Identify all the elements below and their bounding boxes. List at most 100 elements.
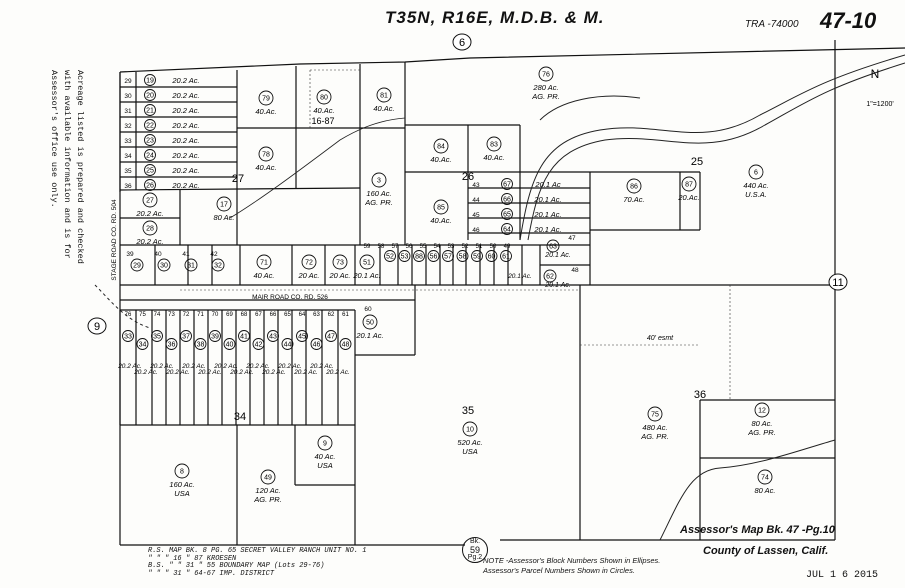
owner-label: U.S.A. [745, 190, 767, 199]
acreage-label: 20.2 Ac. [165, 369, 190, 376]
parcel-number: 24 [146, 153, 154, 160]
survey-references: R.S. MAP BK. 8 PG. 65 SECRET VALLEY RANC… [148, 547, 366, 578]
lot-number: 67 [255, 312, 262, 318]
parcel-circle [501, 178, 513, 190]
parcel-circle [501, 208, 513, 220]
parcel-number: 62 [546, 274, 554, 281]
parcel-number: 56 [430, 254, 438, 261]
acreage-label: 20.2 Ac. [149, 363, 174, 370]
lot-number: 62 [328, 312, 335, 318]
parcel-circle [316, 89, 332, 105]
lot-number: 59 [364, 244, 371, 250]
lot-number: 36 [124, 183, 132, 190]
acreage-label: 40.Ac. [430, 216, 451, 225]
lot-number: 76 [125, 312, 132, 318]
acreage-label: 20.2 Ac. [171, 136, 199, 145]
parcel-circle [296, 330, 308, 342]
parcel-circle [267, 330, 279, 342]
acreage-label: 20.1 Ac. [533, 225, 561, 234]
acreage-label: 40.Ac. [313, 106, 334, 115]
owner-label: USA [462, 447, 477, 456]
parcel-circle [142, 192, 158, 208]
parcel-circle [258, 146, 274, 162]
lot-number: 73 [168, 312, 175, 318]
parcel-circle [748, 164, 764, 180]
parcel-number: 22 [146, 123, 154, 130]
section-ellipse [828, 273, 848, 291]
book-ref-page: Pg.2 [467, 554, 483, 561]
lot-number: 31 [124, 108, 132, 115]
parcel-circle [538, 66, 554, 82]
parcel-number: 71 [260, 260, 268, 267]
map-title: T35N, R16E, M.D.B. & M. [385, 8, 605, 27]
parcel-circle [626, 178, 642, 194]
section-block-number: 11 [832, 277, 843, 289]
parcel-circle [144, 74, 156, 86]
section-number: 34 [234, 411, 246, 423]
section-number: 35 [462, 405, 474, 417]
lot-number: 34 [124, 153, 132, 160]
acreage-label: 20.1 Ac. [533, 195, 561, 204]
parcel-number: 48 [342, 342, 350, 349]
ref-line: B.S. " " 31 " 55 BOUNDARY MAP (Lots 29-7… [148, 562, 325, 570]
parcel-number: 28 [146, 226, 154, 233]
parcel-number: 29 [133, 263, 141, 270]
parcel-number: 32 [214, 263, 222, 270]
parcel-number: 50 [366, 320, 374, 327]
survey-reference-label: 16-87 [311, 116, 334, 126]
acreage-label: 40.Ac. [430, 155, 451, 164]
parcel-circle [384, 250, 396, 262]
parcel-number: 59 [473, 254, 481, 261]
lot-number: 50 [490, 244, 497, 250]
section-block-number: 6 [459, 37, 465, 49]
parcel-number: 61 [502, 254, 510, 261]
parcel-number: 72 [305, 260, 313, 267]
acreage-label: 20.2 Ac. [117, 363, 142, 370]
acreage-label: 20.1 Ac. [507, 273, 532, 280]
parcel-number: 12 [758, 408, 766, 415]
parcel-number: 34 [139, 342, 147, 349]
lot-number: 69 [226, 312, 233, 318]
parcel-circle [546, 239, 560, 253]
acreage-label: 480 Ac. [642, 423, 667, 432]
lot-number: 70 [212, 312, 219, 318]
parcel-number: 84 [437, 144, 445, 151]
lot-number: 57 [392, 244, 399, 250]
easement-label: 40' esmt [647, 335, 674, 342]
parcel-number: 67 [503, 182, 511, 189]
parcel-number: 21 [146, 108, 154, 115]
acreage-label: 40.Ac. [255, 163, 276, 172]
parcel-circle [325, 330, 337, 342]
parcel-circle [501, 193, 513, 205]
parcel-circle [144, 134, 156, 146]
parcel-number: 38 [197, 342, 205, 349]
acreage-label: 20.2 Ac. [293, 369, 318, 376]
parcel-circle [211, 258, 225, 272]
parcel-number: 85 [437, 205, 445, 212]
section-ellipse [452, 33, 472, 51]
book-ref-number: 59 [469, 545, 480, 555]
acreage-label: 20.Ac. [677, 193, 699, 202]
parcel-circle [456, 250, 469, 262]
acreage-label: 20.2 Ac. [171, 91, 199, 100]
parcel-circle [281, 338, 294, 350]
parcel-circle [317, 435, 333, 451]
parcel-number: 42 [255, 342, 263, 349]
parcel-number: 79 [262, 96, 270, 103]
map-outer-boundary [119, 47, 905, 73]
acreage-label: 20 Ac. [329, 271, 351, 280]
parcel-number: 75 [651, 412, 659, 419]
parcel-circle [136, 338, 149, 350]
parcel-circle [754, 402, 770, 418]
parcel-number: 57 [444, 254, 452, 261]
note-line: NOTE -Assessor's Block Numbers Shown in … [483, 556, 661, 565]
acreage-label: 20.2 Ac. [197, 369, 222, 376]
parcel-circle [332, 254, 348, 270]
acreage-label: 20.1 Ac [534, 180, 560, 189]
acreage-disclaimer: Acreage listed is prepared and checked w… [47, 70, 86, 264]
parcel-number: 47 [327, 334, 335, 341]
lot-number: 40 [154, 251, 162, 258]
map-notes: NOTE -Assessor's Block Numbers Shown in … [483, 556, 660, 576]
lot-number: 61 [342, 312, 349, 318]
parcel-circle [301, 254, 317, 270]
